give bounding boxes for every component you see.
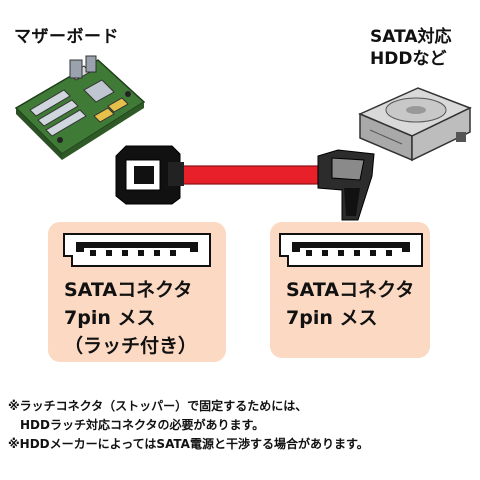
right-spec-line2: 7pin メス	[286, 307, 378, 329]
right-connector-panel: SATAコネクタ 7pin メス	[270, 222, 430, 358]
note-line2: HDDラッチ対応コネクタの必要があります。	[20, 418, 265, 432]
left-spec-line2: 7pin メス	[64, 307, 156, 329]
note-line3: ※HDDメーカーによってはSATA電源と干渉する場合があります。	[8, 437, 369, 451]
motherboard-label: マザーボード	[14, 27, 119, 47]
right-connector-spec: SATAコネクタ 7pin メス	[286, 276, 414, 332]
note-line1: ※ラッチコネクタ（ストッパー）で固定するためには、	[8, 399, 308, 413]
sata-port-left-icon	[63, 233, 211, 267]
left-connector-panel: SATAコネクタ 7pin メス （ラッチ付き）	[48, 222, 226, 362]
left-spec-line1: SATAコネクタ	[64, 279, 193, 301]
sata-port-right-icon	[279, 233, 423, 267]
hdd-label: SATA対応 HDDなど	[370, 26, 452, 70]
hdd-label-line2: HDDなど	[370, 49, 447, 69]
hard-drive-illustration	[358, 87, 472, 162]
motherboard-illustration	[14, 55, 146, 160]
hdd-label-line1: SATA対応	[370, 27, 452, 47]
left-spec-line3: （ラッチ付き）	[64, 335, 198, 357]
left-connector-spec: SATAコネクタ 7pin メス （ラッチ付き）	[64, 276, 197, 360]
right-spec-line1: SATAコネクタ	[286, 279, 415, 301]
sata-cable-illustration	[115, 145, 375, 221]
footnotes: ※ラッチコネクタ（ストッパー）で固定するためには、 HDDラッチ対応コネクタの必…	[8, 397, 369, 454]
